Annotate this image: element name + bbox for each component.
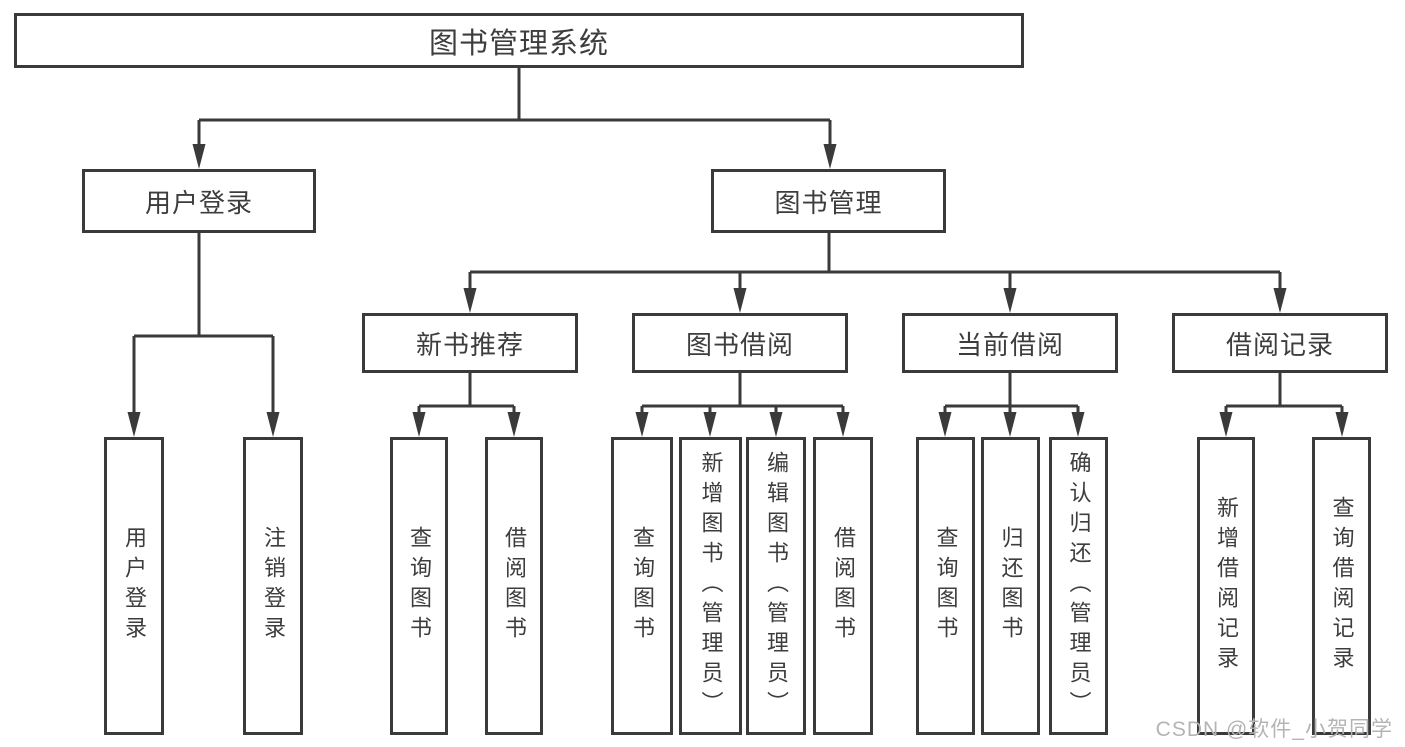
- node-library-management-system: 图书管理系统: [14, 13, 1024, 68]
- leaf-add-books-admin-label: 新增图书（管理员）: [698, 451, 724, 721]
- leaf-confirm-return-admin: 确认归还（管理员）: [1049, 437, 1108, 735]
- leaf-return-books: 归还图书: [981, 437, 1040, 735]
- leaf-query-books-borrowing-label: 查询图书: [630, 526, 655, 646]
- leaf-return-books-label: 归还图书: [998, 526, 1024, 646]
- leaf-user-login: 用户登录: [104, 437, 164, 735]
- node-user-login: 用户登录: [82, 169, 316, 233]
- leaf-borrow-books-borrowing-label: 借阅图书: [831, 526, 856, 646]
- leaf-query-borrow-record-label: 查询借阅记录: [1329, 496, 1355, 676]
- leaf-logout-login-label: 注销登录: [261, 526, 286, 646]
- leaf-edit-books-admin-label: 编辑图书（管理员）: [764, 451, 789, 721]
- node-book-management: 图书管理: [711, 169, 946, 233]
- node-book-borrowing: 图书借阅: [632, 313, 848, 373]
- leaf-logout-login: 注销登录: [243, 437, 303, 735]
- leaf-query-books-current-label: 查询图书: [933, 526, 959, 646]
- leaf-borrow-books-recommend: 借阅图书: [485, 437, 543, 735]
- leaf-add-borrow-record-label: 新增借阅记录: [1214, 496, 1239, 676]
- leaf-edit-books-admin: 编辑图书（管理员）: [746, 437, 806, 735]
- leaf-query-books-current: 查询图书: [916, 437, 975, 735]
- leaf-add-books-admin: 新增图书（管理员）: [679, 437, 742, 735]
- node-new-book-recommendation: 新书推荐: [362, 313, 578, 373]
- leaf-borrow-books-borrowing: 借阅图书: [813, 437, 873, 735]
- leaf-add-borrow-record: 新增借阅记录: [1197, 437, 1255, 735]
- leaf-query-books-recommend-label: 查询图书: [407, 526, 432, 646]
- leaf-confirm-return-admin-label: 确认归还（管理员）: [1066, 451, 1092, 721]
- node-borrowing-records: 借阅记录: [1172, 313, 1388, 373]
- leaf-query-books-recommend: 查询图书: [390, 437, 448, 735]
- leaf-query-books-borrowing: 查询图书: [611, 437, 673, 735]
- csdn-watermark: CSDN @软件_小贺同学: [1155, 718, 1393, 741]
- leaf-user-login-label: 用户登录: [122, 526, 147, 646]
- node-current-borrowing: 当前借阅: [902, 313, 1118, 373]
- leaf-borrow-books-recommend-label: 借阅图书: [502, 526, 527, 646]
- leaf-query-borrow-record: 查询借阅记录: [1312, 437, 1371, 735]
